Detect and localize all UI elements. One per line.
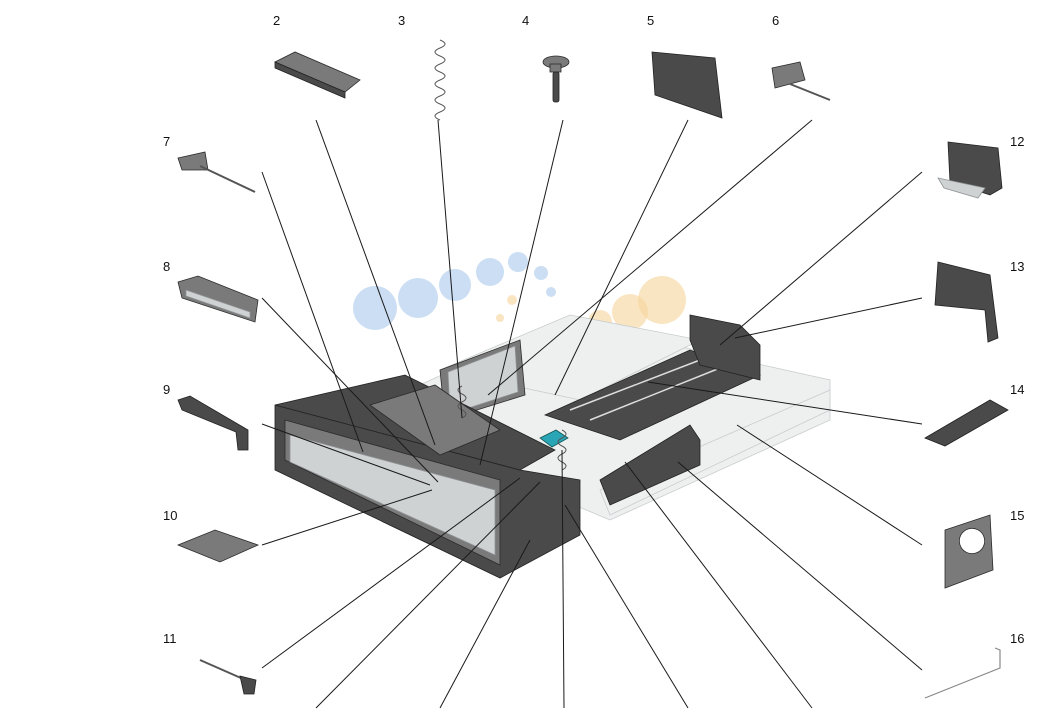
- callout-9: 9: [163, 382, 170, 397]
- part-11: [199, 659, 257, 695]
- part-13: [934, 261, 999, 343]
- callout-3: 3: [398, 13, 405, 28]
- part-4: [542, 55, 570, 103]
- watermark-logo: [353, 252, 686, 334]
- callout-15: 15: [1010, 508, 1024, 523]
- callout-8: 8: [163, 259, 170, 274]
- callout-14: 14: [1010, 382, 1024, 397]
- callout-2: 2: [273, 13, 280, 28]
- part-6: [771, 61, 831, 101]
- callout-5: 5: [647, 13, 654, 28]
- callout-12: 12: [1010, 134, 1024, 149]
- part-15: [944, 514, 994, 589]
- callout-13: 13: [1010, 259, 1024, 274]
- callout-16: 16: [1010, 631, 1024, 646]
- callout-10: 10: [163, 508, 177, 523]
- tray-assembly: [274, 314, 831, 579]
- part-7: [177, 151, 256, 193]
- part-8: [177, 275, 259, 323]
- callout-labels: 2 3 4 5 6 7 8 9 10 11 12 13 14 15 16: [163, 13, 1024, 646]
- callout-4: 4: [522, 13, 529, 28]
- callout-6: 6: [772, 13, 779, 28]
- callout-7: 7: [163, 134, 170, 149]
- part-3: [434, 39, 446, 121]
- part-12: [937, 141, 1003, 199]
- part-2: [274, 51, 361, 99]
- part-10: [176, 529, 260, 563]
- part-14: [924, 399, 1009, 447]
- part-5: [651, 51, 723, 119]
- leader-lines: [261, 119, 923, 709]
- part-9: [177, 395, 249, 451]
- part-16: [924, 647, 1001, 699]
- callout-11: 11: [163, 631, 177, 646]
